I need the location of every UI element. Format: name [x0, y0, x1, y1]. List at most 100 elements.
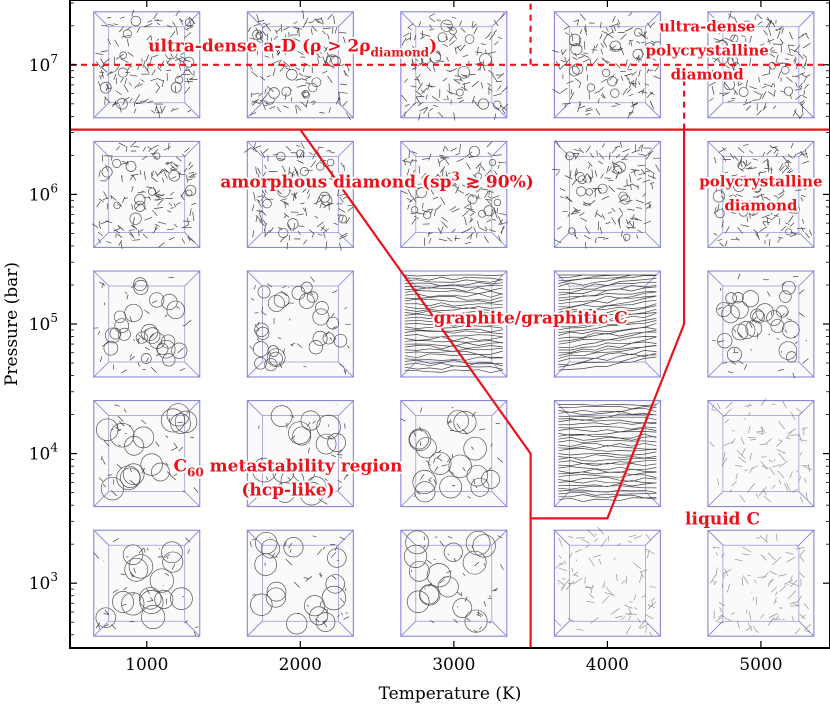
- atomic-bonds: [558, 404, 657, 503]
- snapshot-cell-edge: [93, 400, 110, 416]
- cage-ring: [452, 598, 473, 618]
- bond-ring: [577, 175, 587, 185]
- snapshot-cell-edge: [400, 491, 417, 507]
- snapshot-cell-edge: [707, 529, 724, 546]
- bond-ring: [429, 51, 441, 64]
- cage-ring: [156, 343, 169, 356]
- cage-ring: [141, 604, 166, 630]
- cage-ring: [726, 346, 742, 362]
- bond-ring: [112, 158, 122, 168]
- snapshot-inner-cell: [262, 285, 339, 363]
- tick-exponent: 6: [50, 181, 58, 195]
- cage-ring: [766, 310, 782, 326]
- snapshot-cell-edge: [645, 102, 661, 119]
- snapshot-cell-edge: [338, 232, 354, 248]
- cage-ring: [139, 590, 164, 614]
- cage-ring: [306, 291, 319, 303]
- atomic-bonds: [709, 533, 811, 635]
- bond-ring: [134, 200, 146, 212]
- cage-ring: [117, 327, 131, 341]
- snapshot-4000K-1e7bar: [551, 11, 661, 119]
- snapshot-inner-cell: [569, 156, 646, 233]
- cage-ring: [133, 277, 147, 292]
- cage-ring: [721, 304, 740, 324]
- bond-ring: [301, 90, 310, 98]
- bond-ring: [422, 177, 431, 185]
- snapshot-5000K-1e5bar: [707, 270, 815, 379]
- cage-ring: [170, 413, 191, 434]
- cage-ring: [312, 330, 328, 346]
- cage-ring: [292, 426, 312, 446]
- bond-ring: [170, 81, 182, 93]
- snapshot-cell-edge: [338, 141, 354, 157]
- bond-ring: [489, 158, 497, 167]
- snapshot-cell-edge: [554, 620, 570, 637]
- bond-ring: [299, 167, 309, 177]
- label-part: amorphous diamond (sp: [220, 172, 451, 192]
- cage-ring: [312, 308, 330, 326]
- atomic-bonds: [247, 404, 349, 505]
- snapshot-cell-edge: [707, 141, 724, 157]
- snapshot-cell-edge: [645, 491, 661, 507]
- atomic-bonds: [401, 141, 508, 246]
- label-part: metastability region: [204, 457, 403, 477]
- phase-boundaries: [70, 0, 830, 648]
- snapshot-3000K-1e5bar: [400, 270, 508, 378]
- cage-ring: [778, 341, 798, 360]
- cage-ring: [124, 557, 149, 582]
- bond-ring: [565, 151, 574, 161]
- bond-ring: [338, 214, 347, 224]
- snapshot-frame: [93, 140, 201, 248]
- cage-ring: [298, 293, 315, 309]
- snapshot-frame: [93, 400, 201, 508]
- snapshot-cell-edge: [338, 529, 354, 546]
- bond-ring: [738, 87, 749, 97]
- cage-ring: [266, 581, 287, 602]
- cage-ring: [464, 609, 488, 633]
- cage-ring: [443, 542, 463, 562]
- bond-ring: [613, 161, 626, 174]
- cage-ring: [280, 468, 305, 493]
- atomic-bonds: [243, 142, 356, 251]
- bond-ring: [277, 184, 291, 198]
- atomic-bonds: [98, 404, 199, 497]
- bond-ring: [728, 194, 738, 204]
- cage-ring: [742, 290, 759, 308]
- snapshot-cell-edge: [184, 102, 201, 119]
- snapshot-cell-edge: [247, 270, 263, 287]
- cage-ring: [309, 606, 329, 626]
- bond-ring: [134, 194, 146, 206]
- cage-ring: [266, 348, 286, 367]
- snapshot-1000K-1e3bar: [93, 529, 201, 637]
- bond-ring: [412, 54, 424, 66]
- bond-ring: [568, 65, 580, 77]
- cage-ring: [174, 410, 198, 434]
- snapshot-cell-edge: [184, 141, 201, 157]
- cage-ring: [752, 310, 766, 324]
- bond-ring: [783, 86, 794, 96]
- snapshot-cell-edge: [184, 400, 201, 416]
- y-tick-label-7: 107: [29, 52, 58, 76]
- cage-ring: [254, 357, 267, 370]
- cage-ring: [166, 403, 190, 427]
- cage-ring: [409, 429, 429, 450]
- cage-ring: [725, 292, 737, 304]
- snapshot-cell-edge: [554, 102, 570, 119]
- x-tick-label-1000: 1000: [125, 655, 168, 675]
- snapshot-cell-edge: [400, 620, 417, 637]
- cage-ring: [463, 436, 487, 461]
- snapshot-cell-edge: [554, 529, 570, 546]
- snapshot-cell-edge: [338, 11, 354, 28]
- bond-ring: [326, 54, 339, 67]
- region-labels: ultra-dense a-D (ρ > 2ρdiamond)ultra-den…: [146, 15, 824, 531]
- tick-base: 10: [29, 574, 51, 594]
- bond-ring: [440, 19, 453, 32]
- snapshot-cell-edge: [93, 491, 110, 507]
- cage-ring: [755, 303, 774, 322]
- snapshot-cell-edge: [798, 400, 815, 416]
- bond-ring: [570, 43, 583, 56]
- bond-ring: [620, 194, 631, 205]
- snapshot-cell-edge: [554, 400, 570, 416]
